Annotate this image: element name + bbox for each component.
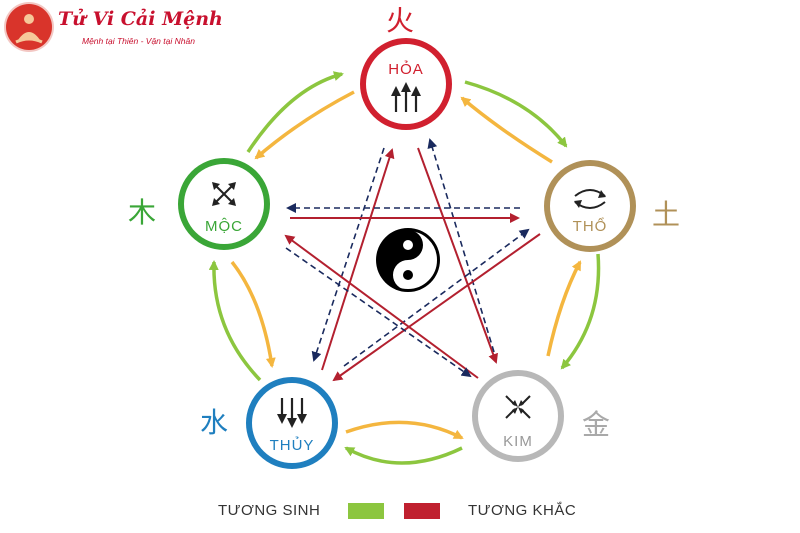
arrow-thuy-hoa (321, 148, 395, 371)
char-hoa: 火 (386, 4, 414, 37)
arrow-tho-hoa-inner (460, 96, 553, 164)
sinh-arrows (208, 71, 601, 465)
arrow-thuy-tho-dashed (343, 228, 530, 367)
arrow-kim-thuy-outer (344, 446, 463, 465)
arrows-down-icon (277, 398, 307, 428)
arrow-kim-moc (284, 234, 479, 379)
arrows-up-icon (391, 82, 421, 112)
node-thuy-label: THỦY (270, 436, 315, 454)
cycle-arrows-icon (574, 189, 606, 209)
arrow-moc-hoa-outer (246, 71, 344, 153)
node-moc[interactable]: MỘC (178, 158, 270, 250)
legend-sinh-swatch (348, 503, 384, 519)
arrow-thuy-moc-outer (208, 260, 262, 382)
arrow-hoa-moc-inner (254, 90, 355, 160)
legend-sinh-label: TƯƠNG SINH (218, 502, 321, 519)
node-moc-label: MỘC (205, 218, 243, 235)
brand-logo[interactable]: Tử Vi Cải Mệnh Mệnh tại Thiên - Vận tại … (6, 4, 226, 52)
yin-yang-icon (376, 228, 440, 292)
buddha-logo-icon (6, 4, 52, 50)
char-kim: 金 (582, 408, 610, 441)
arrow-hoa-kim-dashed (427, 138, 495, 353)
arrow-tho-kim-outer (560, 253, 601, 370)
char-moc: 木 (128, 196, 156, 229)
legend-khac-label: TƯƠNG KHẮC (468, 502, 577, 519)
brand-subtitle: Mệnh tại Thiên - Vận tại Nhân (82, 36, 195, 46)
legend: TƯƠNG SINH TƯƠNG KHẮC (218, 498, 618, 526)
node-tho-label: THỔ (573, 217, 608, 235)
arrow-moc-kim-dashed (285, 247, 472, 378)
arrow-hoa-tho-outer (464, 80, 568, 148)
char-tho: 土 (652, 198, 680, 231)
arrows-diverge-icon (212, 182, 236, 206)
node-hoa-label: HỎA (388, 60, 424, 78)
node-kim-label: KIM (503, 433, 533, 450)
brand-title: Tử Vi Cải Mệnh (58, 8, 223, 30)
arrow-thuy-kim-inner (345, 420, 464, 440)
khac-arrows (284, 138, 541, 382)
node-kim[interactable]: KIM (472, 370, 564, 462)
node-hoa[interactable]: HỎA (360, 38, 452, 130)
node-tho[interactable]: THỔ (544, 160, 636, 252)
arrow-moc-thuy-inner (230, 260, 276, 368)
legend-khac-swatch (404, 503, 440, 519)
arrow-tho-thuy (332, 233, 541, 382)
arrows-converge-icon (505, 395, 531, 419)
arrow-hoa-kim (417, 147, 498, 364)
arrow-hoa-thuy-dashed (311, 147, 385, 362)
node-thuy[interactable]: THỦY (246, 377, 338, 469)
char-thuy: 水 (200, 406, 228, 439)
arrow-kim-tho-inner (546, 260, 582, 357)
